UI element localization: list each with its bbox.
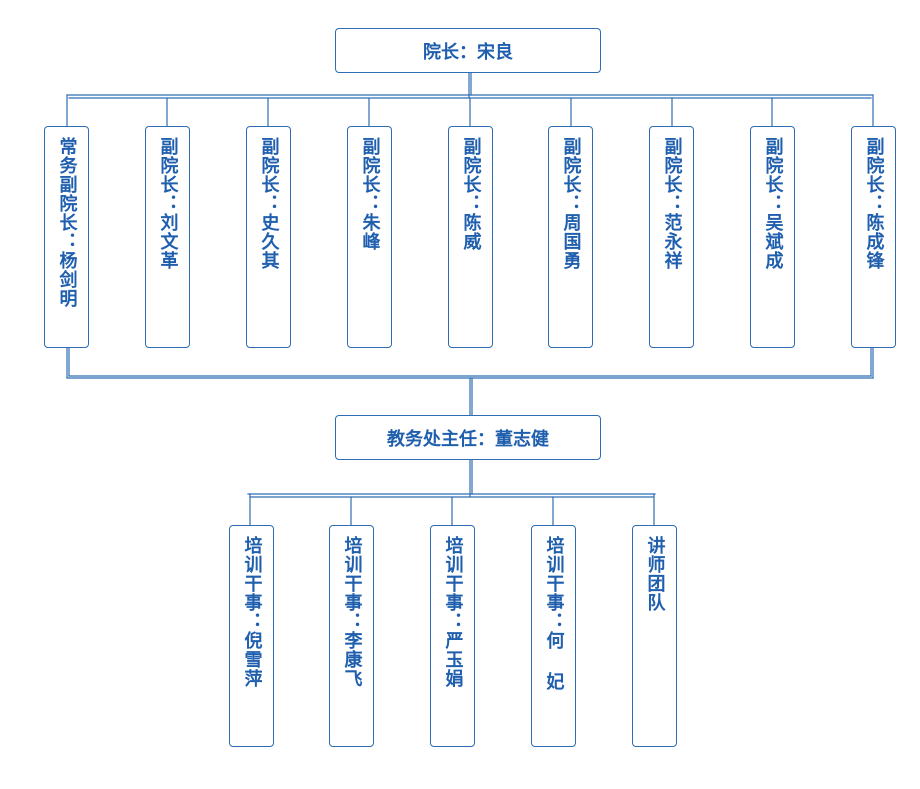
staff-box: 培训干事：何 妃 [531,525,576,747]
vice-dean-label: 副院长：刘文革 [157,137,179,270]
vice-dean-box: 副院长：朱峰 [347,126,392,348]
vice-dean-box: 副院长：吴斌成 [750,126,795,348]
vice-dean-label: 副院长：朱峰 [359,137,381,251]
vice-dean-box: 副院长：陈威 [448,126,493,348]
staff-label: 培训干事：李康飞 [341,536,363,688]
vice-dean-box: 副院长：刘文革 [145,126,190,348]
vice-dean-box: 副院长：范永祥 [649,126,694,348]
vice-dean-box: 常务副院长：杨剑明 [44,126,89,348]
staff-box: 讲师团队 [632,525,677,747]
staff-label: 培训干事：何 妃 [543,536,565,691]
dean-label: 院长：宋良 [423,41,513,63]
staff-label: 讲师团队 [644,536,666,612]
vice-dean-label: 副院长：吴斌成 [762,137,784,270]
staff-box: 培训干事：李康飞 [329,525,374,747]
vice-dean-label: 副院长：陈威 [460,137,482,251]
vice-dean-label: 副院长：陈成锋 [863,137,885,270]
vice-dean-box: 副院长：史久其 [246,126,291,348]
staff-box: 培训干事：严玉娟 [430,525,475,747]
vice-dean-label: 副院长：范永祥 [661,137,683,270]
vice-dean-label: 副院长：史久其 [258,137,280,270]
academic-director-box: 教务处主任：董志健 [335,415,601,460]
academic-director-label: 教务处主任：董志健 [387,428,549,450]
dean-box: 院长：宋良 [335,28,601,73]
vice-dean-label: 副院长：周国勇 [560,137,582,270]
vice-dean-box: 副院长：周国勇 [548,126,593,348]
vice-dean-label: 常务副院长：杨剑明 [56,137,78,308]
staff-box: 培训干事：倪雪萍 [229,525,274,747]
staff-label: 培训干事：倪雪萍 [241,536,263,688]
vice-dean-box: 副院长：陈成锋 [851,126,896,348]
staff-label: 培训干事：严玉娟 [442,536,464,688]
